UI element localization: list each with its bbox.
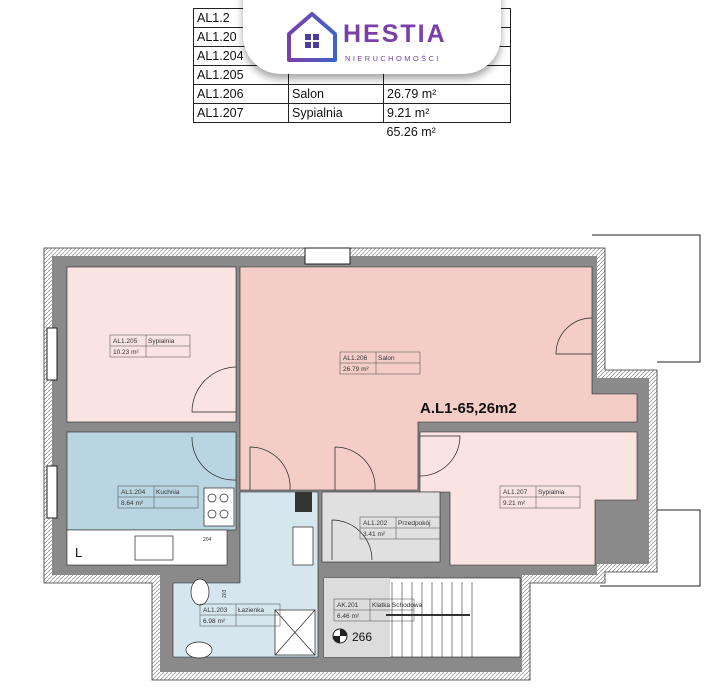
room-id: AL1.206 bbox=[343, 355, 368, 362]
washbasin-icon bbox=[185, 641, 213, 659]
table-cell-area: 9.21 m² bbox=[383, 103, 511, 123]
room-area: 3.41 m² bbox=[363, 531, 386, 538]
level-marker-fill bbox=[333, 629, 347, 643]
kitchen-l-mark: L bbox=[75, 545, 82, 560]
room-id: AL1.204 bbox=[121, 489, 146, 496]
hestia-logo: HESTIA NIERUCHOMOŚCI bbox=[243, 0, 501, 74]
room-name: Salon bbox=[378, 355, 395, 362]
shower-icon bbox=[274, 609, 316, 656]
stove bbox=[203, 487, 235, 527]
room-id: AK.201 bbox=[337, 602, 359, 609]
room-name: Przedpokój bbox=[398, 520, 431, 527]
table-cell-name: Salon bbox=[288, 84, 384, 104]
room-sypialnia-205 bbox=[66, 266, 237, 423]
apartment-label: A.L1-65,26m2 bbox=[420, 400, 517, 417]
room-area: 26.79 m² bbox=[343, 366, 369, 373]
room-tag: AL1.205 Sypialnia 10.23 m² bbox=[109, 334, 191, 358]
room-name: Klatka Schodowa bbox=[372, 602, 423, 609]
window bbox=[46, 465, 58, 519]
room-salon bbox=[239, 266, 638, 491]
boiler-icon bbox=[295, 492, 312, 512]
room-area: 8.64 m² bbox=[121, 500, 144, 507]
table-cell-id: AL1.206 bbox=[193, 84, 289, 104]
door-swings bbox=[191, 317, 593, 561]
tag-204: 204 bbox=[203, 537, 212, 543]
room-area: 6.98 m² bbox=[203, 618, 226, 625]
table-cell-id: AL1.207 bbox=[193, 103, 289, 123]
table-cell-empty bbox=[194, 123, 289, 142]
room-tag: AL1.207 Sypialnia 9.21 m² bbox=[499, 485, 581, 509]
room-tag: AK.201 Klatka Schodowa 6.46 m² bbox=[333, 598, 423, 622]
level-value: 266 bbox=[352, 630, 372, 644]
room-area: 6.46 m² bbox=[337, 613, 360, 620]
table-cell-area: 26.79 m² bbox=[383, 84, 511, 104]
window bbox=[46, 327, 58, 381]
room-id: AL1.202 bbox=[363, 520, 388, 527]
room-area: 10.23 m² bbox=[113, 349, 139, 356]
table-total-row: 65.26 m² bbox=[194, 123, 511, 142]
room-name: Sypialnia bbox=[538, 489, 565, 496]
room-name: Łazienka bbox=[238, 607, 264, 614]
room-name: Kuchnia bbox=[156, 489, 180, 496]
room-id: AL1.203 bbox=[203, 607, 228, 614]
total-area: 65.26 m² bbox=[386, 125, 436, 139]
room-tags: AL1.205 Sypialnia 10.23 m² AL1.206 Salon… bbox=[109, 334, 581, 627]
stairs bbox=[386, 582, 473, 657]
logo-subtitle: NIERUCHOMOŚCI bbox=[345, 54, 441, 63]
room-tag: AL1.202 Przedpokój 3.41 m² bbox=[359, 516, 441, 540]
room-tag: AL1.204 Kuchnia 8.64 m² bbox=[117, 485, 199, 509]
window bbox=[304, 247, 351, 265]
logo-title: HESTIA bbox=[343, 20, 447, 48]
house-icon bbox=[287, 12, 337, 62]
room-id: AL1.205 bbox=[113, 338, 138, 345]
table-cell-name: Sypialnia bbox=[288, 103, 384, 123]
table-cell-empty bbox=[289, 123, 384, 142]
tag-203: 203 bbox=[222, 589, 228, 598]
stair-landing bbox=[324, 578, 390, 657]
room-id: AL1.207 bbox=[503, 489, 528, 496]
dryer-icon bbox=[292, 526, 314, 566]
room-tag: AL1.203 Łazienka 6.98 m² bbox=[199, 603, 281, 627]
room-area: 9.21 m² bbox=[503, 500, 526, 507]
room-przedpokoj bbox=[321, 491, 441, 563]
sink bbox=[134, 535, 174, 561]
room-tag: AL1.206 Salon 26.79 m² bbox=[339, 351, 421, 375]
toilet-icon bbox=[190, 578, 210, 606]
room-name: Sypialnia bbox=[148, 338, 175, 345]
